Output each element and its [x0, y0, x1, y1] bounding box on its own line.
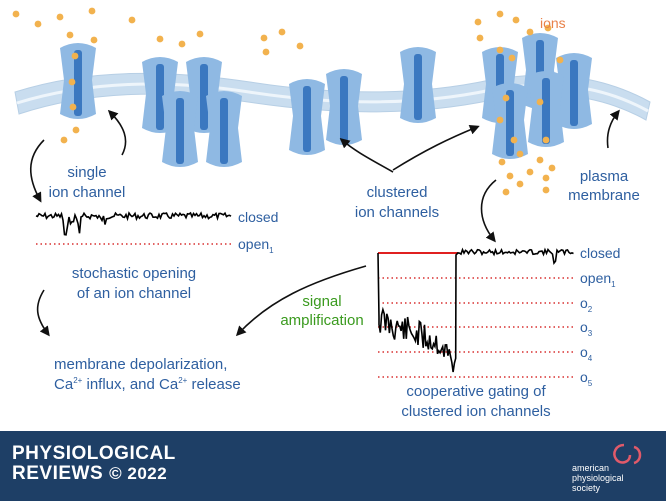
coop-level-label-2: o2 — [580, 295, 593, 314]
arrow-channel-to-trace — [30, 139, 45, 203]
ion-channel-cluster-3 — [482, 33, 592, 159]
arrow-to-single-channel — [107, 109, 127, 156]
ions-group — [12, 7, 564, 196]
ion-channel-cluster-2 — [289, 47, 436, 155]
label-single-open1: open1 — [238, 236, 274, 255]
cooperative-recording — [377, 247, 574, 378]
label-plasma: plasma — [580, 168, 629, 185]
coop-level-label-1: open1 — [580, 270, 616, 289]
label-depolarization: membrane depolarization, — [54, 356, 227, 373]
label-single-2: ion channel — [49, 184, 126, 201]
ion-channel-cluster-1 — [142, 57, 242, 167]
label-coop-1: cooperative gating of — [406, 383, 546, 400]
single-channel-recording — [35, 211, 232, 245]
society-name-line1: american — [572, 463, 610, 473]
society-name-line2: physiological — [572, 473, 624, 483]
label-coop-closed: closed — [580, 245, 620, 261]
journal-logo: PHYSIOLOGICAL REVIEWS © 2022 — [12, 444, 176, 484]
society-emblem-icon — [613, 443, 642, 465]
label-amplification: amplification — [280, 312, 363, 329]
cooperative-trace — [377, 247, 574, 373]
arrow-cluster-to-trace — [480, 179, 497, 243]
arrow-to-cluster-3 — [392, 125, 480, 171]
society-name-line3: society — [572, 483, 601, 493]
journal-name-line1: PHYSIOLOGICAL — [12, 443, 176, 464]
coop-level-label-3: o3 — [580, 319, 593, 338]
arrow-to-plasma-membrane — [606, 109, 620, 149]
label-calcium: Ca2+ influx, and Ca2+ release — [54, 376, 241, 393]
journal-name-line2: REVIEWS — [12, 463, 104, 484]
label-membrane: membrane — [568, 187, 640, 204]
arrow-stochastic-to-outcome — [36, 289, 50, 337]
label-stochastic-1: stochastic opening — [72, 265, 196, 282]
label-ions: ions — [540, 15, 566, 31]
copyright: © 2022 — [109, 464, 168, 483]
arrows — [30, 109, 620, 337]
label-clustered-1: clustered — [367, 184, 428, 201]
ion-channel-single — [60, 43, 96, 119]
coop-level-label-4: o4 — [580, 344, 593, 363]
single-channel-trace — [35, 211, 232, 236]
label-stochastic-2: of an ion channel — [77, 285, 191, 302]
footer-banner: PHYSIOLOGICAL REVIEWS © 2022 american phy… — [0, 431, 666, 501]
label-clustered-2: ion channels — [355, 204, 439, 221]
label-signal: signal — [302, 293, 341, 310]
arrow-signal-amplification — [235, 265, 367, 337]
society-logo: american physiological society — [572, 443, 652, 495]
label-coop-2: clustered ion channels — [401, 403, 550, 420]
label-single-closed: closed — [238, 209, 278, 225]
diagram-canvas: ions single ion channel clustered ion ch… — [12, 7, 651, 420]
label-single-1: single — [67, 164, 106, 181]
coop-level-label-5: o5 — [580, 369, 593, 388]
arrow-to-cluster-1 — [339, 138, 394, 173]
